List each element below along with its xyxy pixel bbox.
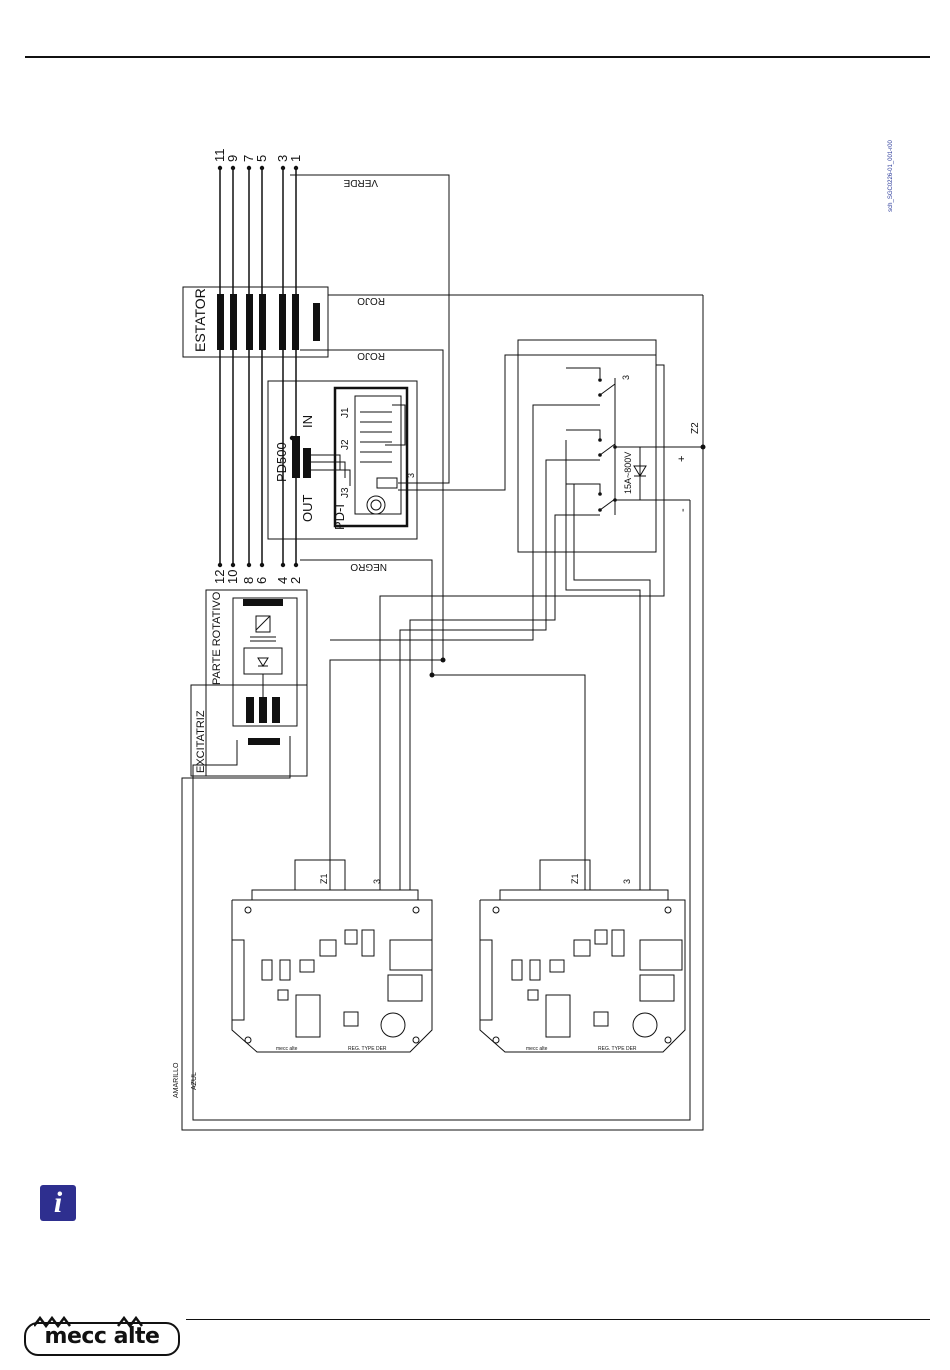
pd500-j3: J3 — [340, 487, 351, 498]
wire-label-verde: VERDE — [343, 177, 378, 188]
regulator-2-z1: Z1 — [570, 873, 580, 884]
regulator-2-type: REG. TYPE DER — [598, 1046, 637, 1052]
terminal-10: 10 — [225, 570, 240, 584]
wire-label-negro: NEGRO — [350, 561, 387, 572]
relay-rating: 15A~800V — [623, 452, 633, 494]
terminal-1: 1 — [288, 155, 303, 162]
excitatriz-label: EXCITATRIZ — [195, 710, 207, 773]
wire-label-amarillo: AMARILLO — [173, 1062, 180, 1098]
info-icon: i — [40, 1185, 76, 1221]
document-code: sch_SGC0226-01_001-r00 — [884, 135, 898, 217]
relay-three: 3 — [621, 375, 631, 380]
regulator-2-brand: mecc alte — [526, 1046, 548, 1052]
footer-rule — [186, 1319, 930, 1320]
terminal-5: 5 — [254, 155, 269, 162]
wire-label-rojo-2: ROJO — [357, 350, 385, 361]
estator-block: ESTATOR — [183, 287, 328, 357]
regulator-1-three: 3 — [372, 879, 382, 884]
wire-label-azul: AZUL — [191, 1072, 198, 1090]
relay-minus: - — [677, 508, 689, 512]
relay-plus: + — [676, 456, 688, 462]
mecc-alte-logo: mecc alte — [24, 1318, 184, 1360]
pd500-three: 3 — [406, 473, 416, 478]
regulator-1-type: REG. TYPE DER — [348, 1046, 387, 1052]
pd500-block: PD500 OUT IN PD-I J1 J2 J3 3 — [268, 381, 417, 539]
terminal-6: 6 — [254, 577, 269, 584]
regulator-board-1 — [232, 860, 432, 1052]
terminal-2: 2 — [288, 577, 303, 584]
pd500-in-label: IN — [300, 415, 315, 428]
wire-label-rojo-1: ROJO — [357, 295, 385, 306]
pd500-label: PD500 — [274, 442, 289, 482]
terminal-9: 9 — [225, 155, 240, 162]
regulator-1-brand: mecc alte — [276, 1046, 298, 1052]
relay-z2: Z2 — [690, 422, 701, 434]
pd500-out-label: OUT — [300, 495, 315, 523]
logo-text: mecc alte — [24, 1324, 180, 1349]
document-code-text: sch_SGC0226-01_001-r00 — [888, 140, 894, 212]
regulator-1-z1: Z1 — [319, 873, 329, 884]
parte-rotativo-label: PARTE ROTATIVO — [211, 591, 223, 685]
regulator-board-2 — [480, 860, 685, 1052]
pd500-j2: J2 — [340, 439, 351, 450]
regulator-2-three: 3 — [622, 879, 632, 884]
pd500-j1: J1 — [340, 407, 351, 418]
estator-label: ESTATOR — [192, 288, 208, 352]
